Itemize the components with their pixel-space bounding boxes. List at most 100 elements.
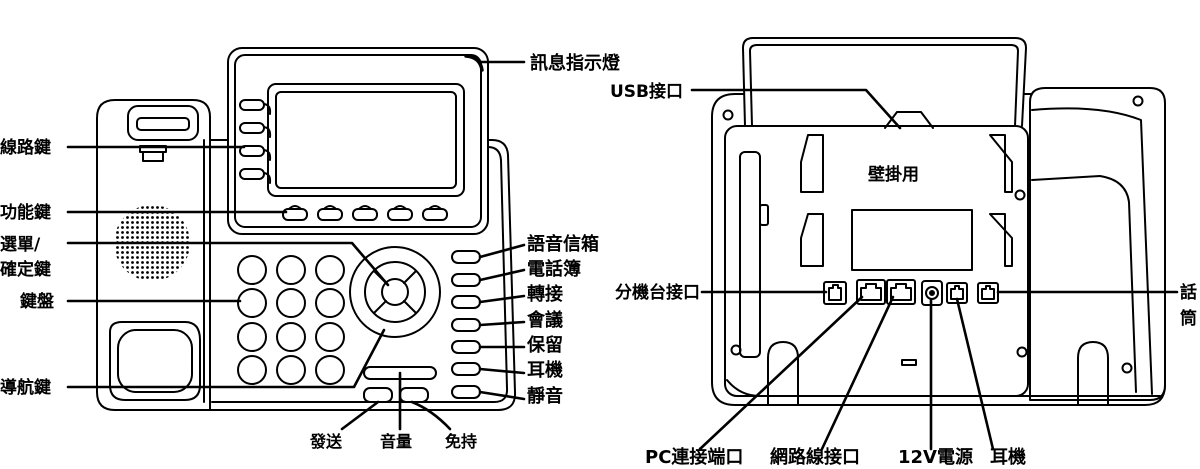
label-conference: 會議 [527,309,563,331]
label-wall-mount: 壁掛用 [868,164,919,185]
keypad-key[interactable] [276,288,306,318]
front-labels: 訊息指示燈 線路鍵 功能鍵 選單/ 確定鍵 鍵盤 導航鍵 語音信箱 電話簿 轉接… [0,52,621,451]
label-headset: 耳機 [527,359,563,381]
wall-hook-top-left [800,134,824,193]
function-key-4[interactable] [387,208,413,221]
power-pin [929,290,935,296]
keypad-key[interactable] [237,322,267,352]
label-network-port: 網路線接口 [770,446,860,468]
screw [1132,95,1144,107]
label-handset-port-line2: 筒 [1180,308,1197,329]
side-slot-tab [759,204,769,226]
screw [1121,362,1133,374]
keypad-key[interactable] [315,255,345,285]
display-housing-inner [234,54,482,228]
label-send: 發送 [309,432,343,451]
keypad-key[interactable] [315,322,345,352]
label-message-indicator: 訊息指示燈 [530,52,621,74]
leader-usb-port [690,88,902,130]
line-key-led-1 [263,103,272,115]
mouthpiece [109,321,201,401]
label-line-keys: 線路鍵 [0,137,51,158]
label-function-keys: 功能鍵 [0,202,51,223]
line-key-led-3 [263,149,272,161]
label-pc-port: PC連接端口 [645,446,743,468]
leader-menu-ok [66,241,390,287]
function-key-1[interactable] [282,208,308,221]
keypad-key[interactable] [237,255,267,285]
lcd-screen-inner [275,91,457,189]
handset-back-contour-2 [1031,107,1153,395]
leader-mute [478,390,526,401]
leader-pc-port [698,295,864,451]
base-lower-edge [726,379,1161,397]
nav-outer-ring [349,246,441,338]
label-mute: 靜音 [527,385,563,407]
label-menu-ok-line1: 選單/ [0,235,41,255]
handset-back-contour [1031,175,1137,393]
function-key-3[interactable] [352,208,378,221]
screw [722,109,734,121]
screw [1014,189,1026,201]
message-indicator-led [464,54,484,72]
front-view [96,47,517,411]
leader-headset [478,367,526,375]
label-headset-port: 耳機 [990,446,1026,468]
keypad-key[interactable] [237,355,267,385]
back-leader-lines [690,88,1179,451]
line-key-led-4 [263,172,272,184]
line-key-led-2 [263,126,272,138]
label-extension-port: 分機台接口 [615,282,700,303]
keypad-key[interactable] [276,255,306,285]
nav-ring[interactable] [364,261,426,323]
network-port-jack [890,283,912,301]
keypad-key[interactable] [315,355,345,385]
keypad-key[interactable] [276,355,306,385]
hook-slot [136,117,190,131]
label-navigation-keys: 導航鍵 [0,377,51,398]
leader-navigation [66,328,386,389]
label-transfer: 轉接 [527,283,563,305]
stand-inner [749,44,1019,127]
label-keypad: 鍵盤 [20,291,55,312]
label-hold: 保留 [526,334,563,356]
wall-hook-bottom-right [989,213,1013,267]
network-port[interactable] [886,279,916,305]
label-phonebook: 電話簿 [527,258,581,280]
extension-port-jack [828,284,842,301]
screw [1016,346,1028,358]
label-plate [851,209,973,271]
screw [730,344,742,356]
wall-hook-bottom-left [800,213,824,267]
back-labels: USB接口 壁掛用 分機台接口 話 筒 PC連接端口 網路線接口 12V電源 耳… [610,81,1197,468]
stand-tab [884,111,934,129]
label-menu-ok-line2: 確定鍵 [0,259,51,280]
wall-hook-top-right [989,134,1013,193]
handset-back [1029,87,1166,401]
label-usb-port: USB接口 [610,81,683,102]
pc-port[interactable] [856,279,886,305]
leader-send [340,400,380,431]
power-socket [925,286,939,300]
left-foot [767,341,799,406]
pc-port-jack [860,283,882,301]
function-key-5[interactable] [422,208,448,221]
leader-conference [478,320,526,327]
keypad-key[interactable] [237,288,267,318]
leader-phonebook [478,268,526,282]
leader-voicemail [478,243,526,259]
front-leader-lines [66,60,526,431]
label-handset-port-line1: 話 [1180,282,1197,303]
label-voicemail: 語音信箱 [527,233,599,255]
ok-key[interactable] [381,278,409,306]
lcd-screen [267,83,465,197]
keypad-key[interactable] [276,322,306,352]
right-foot [1077,341,1109,406]
handset-cradle [127,105,199,141]
label-handsfree: 免持 [445,432,477,451]
function-key-2[interactable] [317,208,343,221]
mouthpiece-inner [117,329,193,393]
leader-network-port [820,295,895,451]
keypad-key[interactable] [315,288,345,318]
